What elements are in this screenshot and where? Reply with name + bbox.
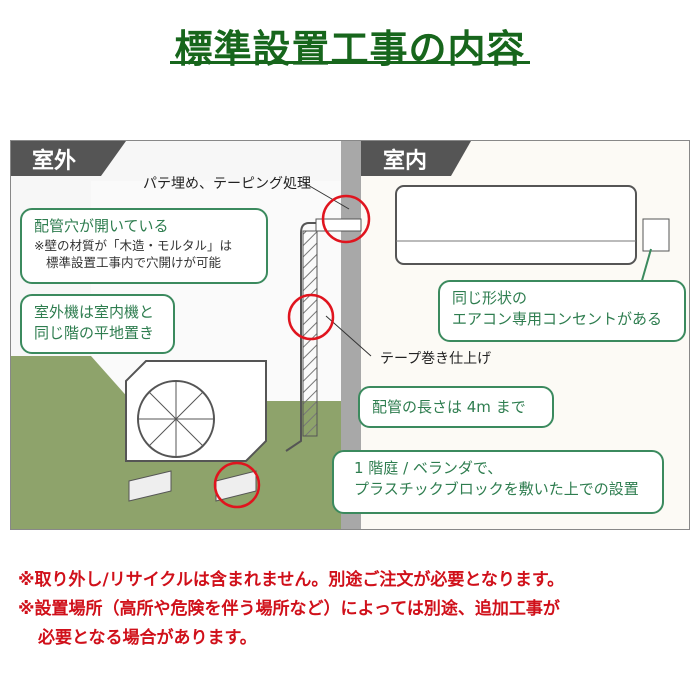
title-underline (170, 61, 530, 64)
outdoor-tab (11, 141, 126, 176)
indoor-tab (361, 141, 471, 176)
highlight-circle (287, 293, 335, 341)
floor-bubble: 室外機は室内機と 同じ階の平地置き (20, 294, 175, 354)
note: 必要となる場合があります。 (38, 628, 257, 648)
block-line: 1 階庭 / ベランダで、 (354, 459, 503, 477)
hole-note: 標準設置工事内で穴開けが可能 (46, 255, 222, 270)
block-line: プラスチックブロックを敷いた上での設置 (354, 480, 639, 498)
block-bubble: 1 階庭 / ベランダで、 プラスチックブロックを敷いた上での設置 (332, 450, 664, 514)
outlet-line: 同じ形状の (452, 289, 528, 307)
outlet-bubble: 同じ形状の エアコン専用コンセントがある (438, 280, 686, 342)
hole-title: 配管穴が開いている (34, 217, 169, 235)
indoor-label: 室内 (383, 149, 428, 174)
tape-label: テープ巻き仕上げ (380, 351, 492, 367)
page-title: 標準設置工事の内容 (174, 27, 526, 71)
floor-line: 同じ階の平地置き (34, 324, 155, 342)
putty-label: パテ埋め、テーピング処理 (143, 176, 311, 192)
outdoor-label: 室外 (32, 149, 77, 174)
hole-note: ※壁の材質が「木造・モルタル」は (34, 238, 232, 253)
note: ※取り外し/リサイクルは含まれません。別途ご注文が必要となります。 (18, 570, 565, 590)
indoor-unit (395, 185, 637, 265)
floor-line: 室外機は室内機と (34, 303, 155, 321)
note: ※設置場所（高所や危険を伴う場所など）によっては別途、追加工事が (18, 599, 560, 619)
hole-bubble: 配管穴が開いている ※壁の材質が「木造・モルタル」は 標準設置工事内で穴開けが可… (20, 208, 268, 284)
outlet (642, 218, 670, 252)
highlight-circle (213, 461, 261, 509)
highlight-circle (321, 194, 371, 244)
pipe-bubble: 配管の長さは 4m まで (358, 386, 554, 428)
outlet-line: エアコン専用コンセントがある (452, 310, 663, 328)
pipe (302, 230, 318, 437)
block (128, 470, 172, 502)
wall (341, 141, 361, 529)
